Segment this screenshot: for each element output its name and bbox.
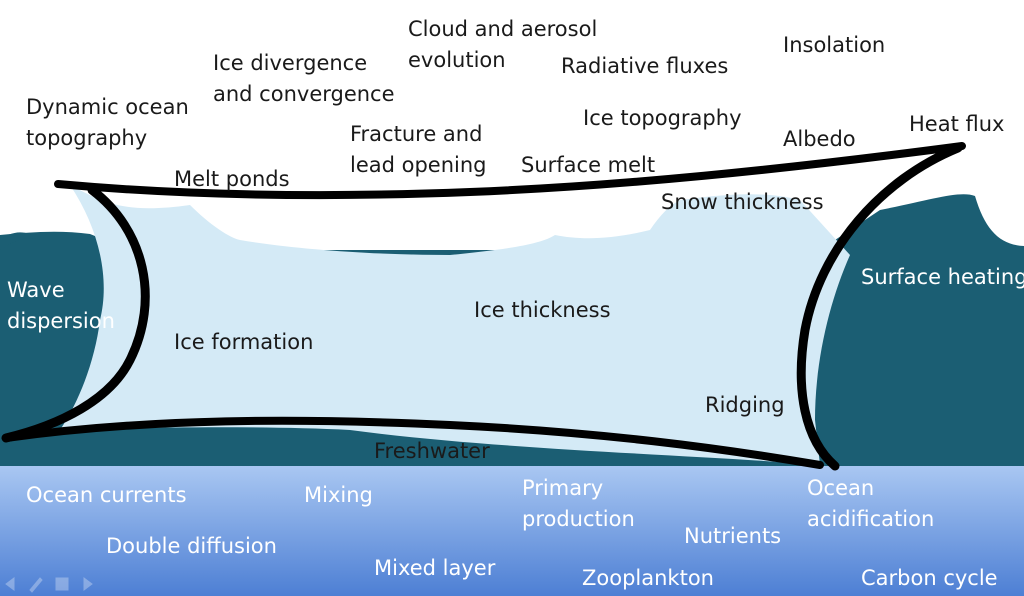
ice-left-edge xyxy=(1,185,150,443)
label-mixing: Mixing xyxy=(304,483,373,507)
ice-top-edge xyxy=(54,142,966,200)
pencil-icon[interactable] xyxy=(29,577,43,593)
arrow-left-icon[interactable] xyxy=(5,577,15,591)
label-surface-melt: Surface melt xyxy=(521,153,656,177)
label-ice-formation: Ice formation xyxy=(174,330,314,354)
label-heat-flux: Heat flux xyxy=(909,112,1005,136)
ocean-band xyxy=(0,466,1024,596)
label-mixed-layer: Mixed layer xyxy=(374,556,496,580)
label-surface-heating: Surface heating xyxy=(861,265,1024,289)
label-zooplankton: Zooplankton xyxy=(582,566,714,590)
label-ice-thickness: Ice thickness xyxy=(474,298,611,322)
label-double-diffusion: Double diffusion xyxy=(106,534,277,558)
label-insolation: Insolation xyxy=(783,33,886,57)
menu-icon[interactable] xyxy=(55,577,69,591)
label-ocean-currents: Ocean currents xyxy=(26,483,187,507)
label-ridging: Ridging xyxy=(705,393,785,417)
label-melt-ponds: Melt ponds xyxy=(174,167,290,191)
label-freshwater: Freshwater xyxy=(374,439,490,463)
label-carbon-cycle: Carbon cycle xyxy=(861,566,998,590)
ice-bottom-edge xyxy=(2,416,824,469)
label-radiative-fluxes: Radiative fluxes xyxy=(561,54,729,78)
label-nutrients: Nutrients xyxy=(684,524,782,548)
presentation-controls[interactable] xyxy=(5,577,93,593)
label-albedo: Albedo xyxy=(783,127,856,151)
ice-floe xyxy=(60,185,850,465)
label-snow-thickness: Snow thickness xyxy=(661,190,824,214)
ice-right-edge xyxy=(796,143,963,471)
label-ice-topography: Ice topography xyxy=(583,106,742,130)
arrow-right-icon[interactable] xyxy=(83,577,93,591)
wave-crest-left xyxy=(0,232,40,250)
